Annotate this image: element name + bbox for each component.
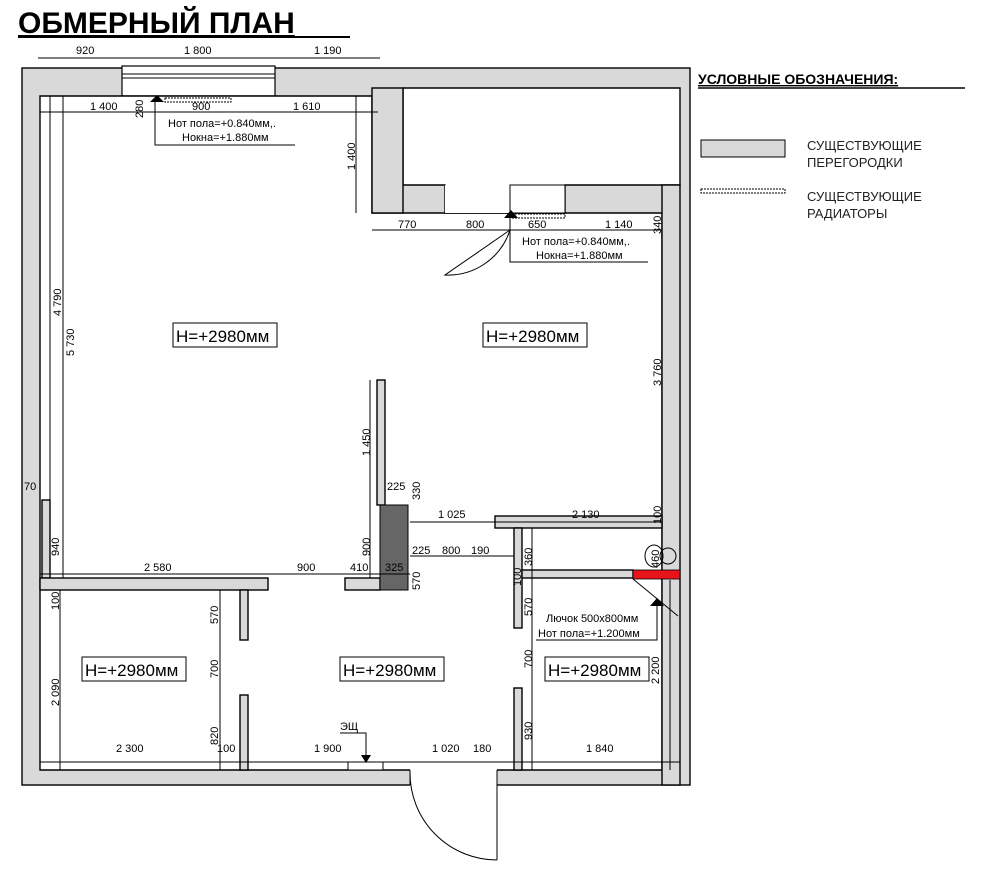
entry-door[interactable] bbox=[409, 770, 498, 861]
hatch-size: Лючок 500x800мм bbox=[546, 613, 638, 625]
dim: 1 020 bbox=[432, 743, 460, 755]
dim: 70 bbox=[24, 481, 36, 493]
dim: 410 bbox=[350, 562, 368, 574]
legend-label: РАДИАТОРЫ bbox=[807, 206, 887, 221]
partition bbox=[521, 569, 634, 579]
dimension-labels: 920 1 800 1 190 1 400 900 1 610 280 1 40… bbox=[24, 45, 664, 755]
dim: 900 bbox=[192, 101, 210, 113]
dim: 900 bbox=[297, 562, 315, 574]
dim: 1 610 bbox=[293, 101, 321, 113]
room-height: H=+2980мм bbox=[486, 327, 579, 346]
dim: 920 bbox=[76, 45, 94, 57]
dim: 700 bbox=[209, 660, 221, 678]
dim: 800 bbox=[466, 219, 484, 231]
dim: 460 bbox=[650, 550, 662, 568]
dim: 100 bbox=[652, 506, 664, 524]
window bbox=[121, 65, 276, 97]
legend: УСЛОВНЫЕ ОБОЗНАЧЕНИЯ: СУЩЕСТВУЮЩИЕ ПЕРЕГ… bbox=[698, 71, 965, 221]
partition bbox=[239, 694, 249, 771]
dim: 1 450 bbox=[361, 428, 373, 456]
window-note-floor: Нот пола=+0.840мм,. bbox=[522, 236, 630, 248]
dimension-lines bbox=[38, 57, 680, 770]
window-note-height: Нокна=+1.880мм bbox=[536, 250, 623, 262]
column bbox=[379, 504, 409, 591]
dim: 650 bbox=[528, 219, 546, 231]
partition bbox=[239, 589, 249, 641]
dim: 770 bbox=[398, 219, 416, 231]
dim: 5 730 bbox=[65, 328, 77, 356]
dim: 1 800 bbox=[184, 45, 212, 57]
dim: 1 140 bbox=[605, 219, 633, 231]
legend-title: УСЛОВНЫЕ ОБОЗНАЧЕНИЯ: bbox=[698, 71, 898, 87]
dim: 1 025 bbox=[438, 509, 466, 521]
dim: 570 bbox=[523, 598, 535, 616]
electrical-panel bbox=[347, 761, 384, 771]
partition bbox=[376, 379, 386, 506]
dim: 325 bbox=[385, 562, 403, 574]
dim: 1 400 bbox=[90, 101, 118, 113]
plan-title: ОБМЕРНЫЙ ПЛАН bbox=[18, 6, 295, 40]
highlighted-wall bbox=[632, 569, 681, 580]
dim: 360 bbox=[523, 548, 535, 566]
legend-radiator-swatch bbox=[700, 188, 786, 194]
room-height: H=+2980мм bbox=[176, 327, 269, 346]
panel-label: ЭЩ bbox=[340, 721, 358, 733]
dim: 2 580 bbox=[144, 562, 172, 574]
dim: 4 790 bbox=[52, 288, 64, 316]
hatch-floor: Нот пола=+1.200мм bbox=[538, 628, 640, 640]
dim: 280 bbox=[134, 100, 146, 118]
partition bbox=[41, 499, 51, 579]
dim: 2 300 bbox=[116, 743, 144, 755]
partition bbox=[513, 687, 523, 771]
dim: 2 200 bbox=[650, 656, 662, 684]
radiator bbox=[511, 213, 566, 219]
dim: 190 bbox=[471, 545, 489, 557]
dim: 330 bbox=[411, 482, 423, 500]
dim: 900 bbox=[361, 538, 373, 556]
dim: 100 bbox=[50, 592, 62, 610]
dim: 100 bbox=[512, 568, 524, 586]
dim: 225 bbox=[412, 545, 430, 557]
dim: 570 bbox=[411, 572, 423, 590]
room-height: H=+2980мм bbox=[343, 661, 436, 680]
dim: 3 760 bbox=[652, 358, 664, 386]
dim: 225 bbox=[387, 481, 405, 493]
dim: 2 130 bbox=[572, 509, 600, 521]
room-height: H=+2980мм bbox=[548, 661, 641, 680]
dim: 570 bbox=[209, 606, 221, 624]
legend-label: СУЩЕСТВУЮЩИЕ bbox=[807, 189, 922, 204]
dim: 700 bbox=[523, 650, 535, 668]
dim: 180 bbox=[473, 743, 491, 755]
dim: 820 bbox=[209, 727, 221, 745]
dim: 2 090 bbox=[50, 678, 62, 706]
room-labels: H=+2980мм H=+2980мм H=+2980мм H=+2980мм … bbox=[81, 322, 650, 682]
legend-label: ПЕРЕГОРОДКИ bbox=[807, 155, 903, 170]
legend-label: СУЩЕСТВУЮЩИЕ bbox=[807, 138, 922, 153]
window-note-height: Нокна=+1.880мм bbox=[182, 132, 269, 144]
partition bbox=[39, 577, 269, 591]
dim: 1 400 bbox=[346, 142, 358, 170]
dim: 100 bbox=[217, 743, 235, 755]
dim: 800 bbox=[442, 545, 460, 557]
dim: 1 900 bbox=[314, 743, 342, 755]
partition bbox=[344, 577, 381, 591]
dim: 1 840 bbox=[586, 743, 614, 755]
room-height: H=+2980мм bbox=[85, 661, 178, 680]
legend-wall-swatch bbox=[700, 139, 786, 158]
window-note-floor: Нот пола=+0.840мм,. bbox=[168, 118, 276, 130]
dim: 940 bbox=[50, 538, 62, 556]
radiator bbox=[164, 97, 232, 103]
dim: 1 190 bbox=[314, 45, 342, 57]
dim: 340 bbox=[652, 216, 664, 234]
dim: 930 bbox=[523, 722, 535, 740]
